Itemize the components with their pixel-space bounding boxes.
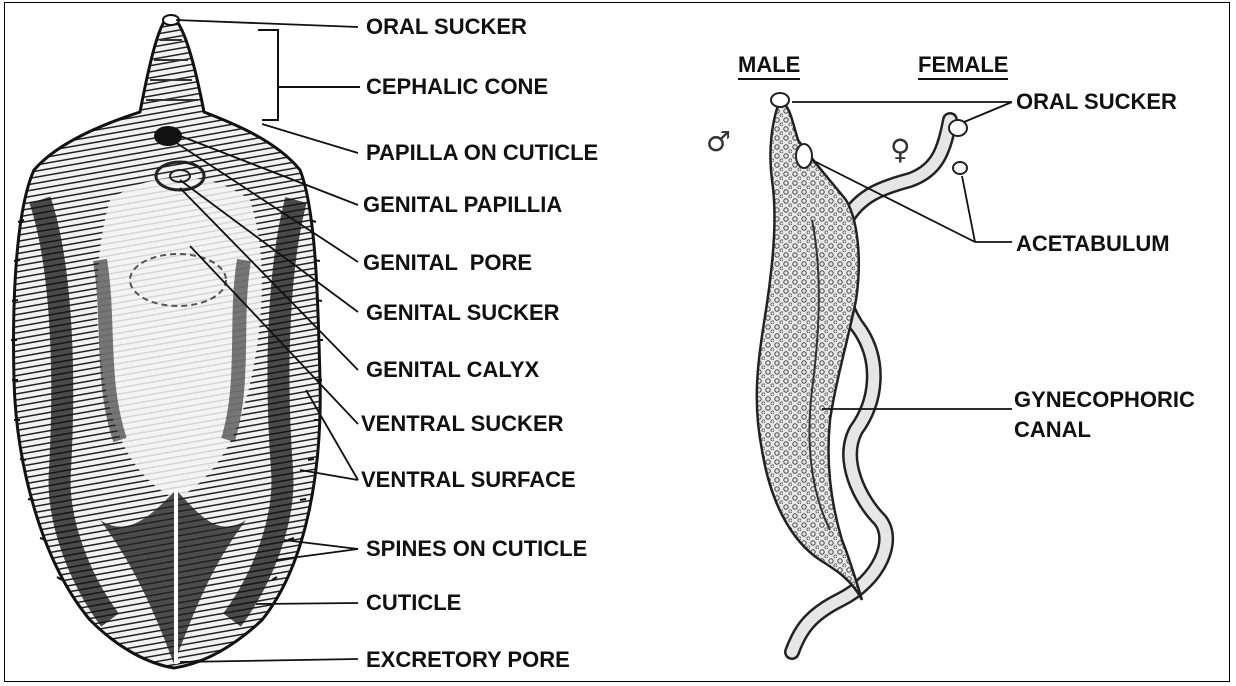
label-oral-sucker-right: ORAL SUCKER — [1016, 90, 1177, 114]
leader-oral-sucker-female — [964, 102, 1012, 122]
label-oral-sucker: ORAL SUCKER — [366, 15, 527, 39]
female-symbol-icon: ♀ — [890, 136, 911, 164]
schistosoma-drawing — [757, 93, 967, 652]
header-female: FEMALE — [918, 53, 1008, 80]
fluke-body-drawing — [11, 15, 323, 668]
label-cuticle: CUTICLE — [366, 591, 461, 615]
label-ventral-surface: VENTRAL SURFACE — [361, 468, 576, 492]
male-worm — [757, 100, 862, 600]
label-spines-on-cuticle: SPINES ON CUTICLE — [366, 537, 587, 561]
label-acetabulum: ACETABULUM — [1016, 232, 1170, 256]
label-cephalic-cone: CEPHALIC CONE — [366, 75, 548, 99]
male-acetabulum-shape — [796, 144, 812, 168]
leader-oral-sucker — [176, 20, 358, 27]
label-gynecophoric-line2: CANAL — [1014, 418, 1091, 442]
header-male: MALE — [738, 53, 800, 80]
label-excretory-pore: EXCRETORY PORE — [366, 648, 570, 672]
label-genital-calyx: GENITAL CALYX — [366, 358, 539, 382]
label-papilla-on-cuticle: PAPILLA ON CUTICLE — [366, 141, 598, 165]
label-genital-pore: GENITAL PORE — [363, 251, 532, 275]
label-genital-sucker: GENITAL SUCKER — [366, 301, 560, 325]
leader-acetabulum-female — [962, 176, 975, 242]
label-ventral-sucker: VENTRAL SUCKER — [361, 412, 564, 436]
cephalic-cone-bracket — [258, 30, 360, 120]
label-genital-papillia: GENITAL PAPILLIA — [363, 193, 562, 217]
leader-cuticle — [256, 603, 358, 604]
male-oral-sucker-shape — [771, 93, 789, 107]
male-symbol-icon: ♂ — [706, 128, 731, 156]
label-gynecophoric-line1: GYNECOPHORIC — [1014, 388, 1195, 412]
female-acetabulum-shape — [953, 162, 967, 174]
